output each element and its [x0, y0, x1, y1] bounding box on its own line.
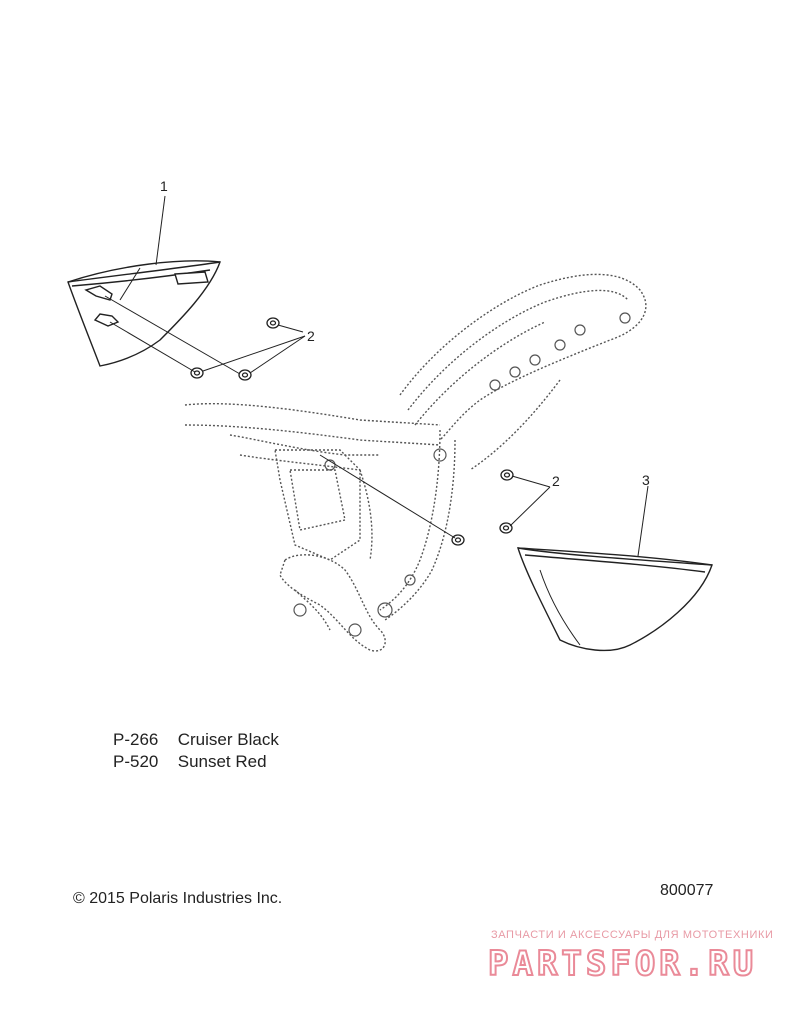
paint-code-row: P-266 Cruiser Black	[113, 730, 279, 750]
copyright-notice: © 2015 Polaris Industries Inc.	[73, 890, 283, 907]
left-side-cover-part-1	[67, 260, 221, 367]
frame-bosses	[293, 312, 631, 637]
grommet	[238, 369, 252, 381]
document-number: 800077	[660, 882, 714, 899]
frame-outline	[184, 273, 647, 652]
paint-name: Cruiser Black	[177, 730, 279, 749]
callout-2-right: 2	[552, 473, 560, 489]
grommets-part-2	[190, 317, 514, 546]
watermark-tagline: ЗАПЧАСТИ И АКСЕССУАРЫ ДЛЯ МОТОТЕХНИКИ	[491, 929, 774, 941]
grommet	[266, 317, 280, 329]
grommet	[500, 469, 514, 481]
paint-code: P-520	[113, 752, 159, 771]
paint-name: Sunset Red	[177, 752, 267, 771]
grommet	[451, 534, 465, 546]
callout-2-left: 2	[307, 328, 315, 344]
callout-3: 3	[642, 472, 650, 488]
grommet	[190, 367, 204, 379]
watermark-logo: PARTSFOR.RU	[487, 943, 758, 985]
right-side-cover-part-3	[516, 547, 713, 652]
leader-lines	[104, 195, 649, 557]
callout-1: 1	[160, 178, 168, 194]
paint-code-row: P-520 Sunset Red	[113, 752, 267, 772]
grommet	[499, 522, 513, 534]
paint-code: P-266	[113, 730, 159, 749]
